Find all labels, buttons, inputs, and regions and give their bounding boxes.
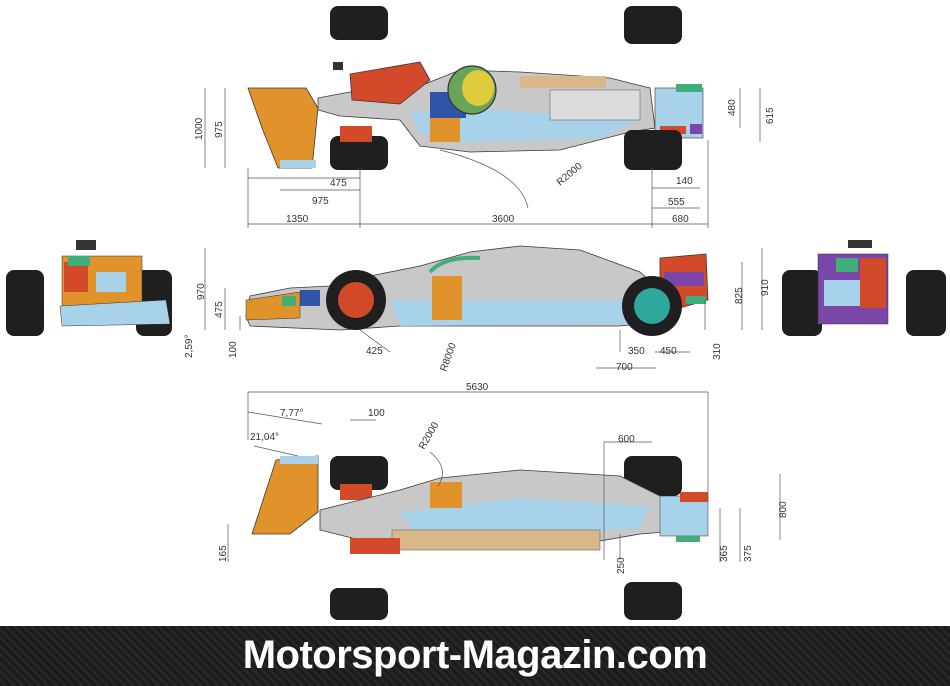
radius-arc-bottom [429,451,443,487]
bottom-front-wing [659,495,709,537]
tire-bottom-left [330,456,388,490]
dim-825: 825 [734,287,745,304]
dim-970: 970 [196,283,207,300]
front-view-blue [96,272,126,292]
rear-wing [247,87,319,169]
dim-425: 425 [366,346,383,357]
rear-view-airbox [848,240,872,248]
f1-car-dimension-drawing: 1000 975 475 975 1350 3600 R2000 140 555… [6,6,946,620]
rear-view-red [860,258,886,308]
side-rear-wing-purple [664,272,704,286]
radius-arc-top [439,149,529,209]
top-engine-red [349,61,431,105]
dim-r2000-bottom: R2000 [417,420,441,451]
side-view: 970 475 100 425 R8000 350 450 700 310 82… [196,245,771,373]
front-view-red [64,262,88,292]
top-tan-panel [520,76,606,88]
top-red-brake [340,126,372,142]
front-view-wing [59,299,171,327]
dim-475-side: 475 [214,301,225,318]
brand-logo-text: Motorsport-Magazin.com [242,633,708,677]
rear-view-green [836,258,858,272]
front-wing-purple [690,124,702,134]
side-front-rim [338,282,374,318]
dim-480: 480 [727,99,738,116]
bottom-rear-wing [251,455,319,535]
dim-450: 450 [660,346,677,357]
dim-250: 250 [616,557,627,574]
bottom-red-brake [340,484,372,500]
dim-800: 800 [778,501,789,518]
tire-bottom-lower-left [330,588,388,620]
side-orange-block [432,276,462,320]
bottom-tan-plank [391,529,601,551]
tire-top-lower-right [624,130,682,170]
dim-3600: 3600 [492,214,515,225]
tire-top-right [624,6,682,44]
bottom-front-green [676,536,700,542]
dim-600: 600 [618,434,635,445]
side-floor-blue [390,300,650,326]
rear-view-wheel-left [782,270,822,336]
dim-910: 910 [760,279,771,296]
dim-700: 700 [616,362,633,373]
dim-5630: 5630 [466,382,489,393]
dim-r8000: R8000 [438,341,459,373]
dim-2104: 21,04° [250,432,279,443]
bottom-wing-blue [280,456,318,464]
front-view-green [68,256,90,266]
front-view-airbox [76,240,96,250]
dim-165: 165 [218,545,229,562]
dim-777: 7,77° [280,408,303,419]
front-wing-green [676,84,702,92]
side-nose-green [282,296,296,306]
dim-680: 680 [672,214,689,225]
dim-975-length: 975 [312,196,329,207]
bottom-floor-blue [400,498,650,540]
side-rear-green [686,296,706,304]
dim-1000: 1000 [194,117,205,140]
side-halo [428,255,481,274]
rear-view-wheel-right [906,270,946,336]
dim-100-side: 100 [228,341,239,358]
front-view-wheel-left [6,270,44,336]
driver-helmet [462,70,494,106]
dim-140: 140 [676,176,693,187]
dim-375: 375 [743,545,754,562]
dim-1350: 1350 [286,214,309,225]
side-rear-rim [634,288,670,324]
tire-top-left [330,6,388,40]
top-view: 1000 975 475 975 1350 3600 R2000 140 555… [194,6,776,228]
dim-475: 475 [330,178,347,189]
dimline-bottom [227,391,781,562]
dim-r2000-top: R2000 [555,161,585,189]
dim-615: 615 [765,107,776,124]
rear-wing-plate [280,160,316,168]
rear-view-blue [824,280,860,306]
dim-365: 365 [719,545,730,562]
top-orange-block [430,118,460,142]
dimline-side [204,248,763,369]
bottom-orange-block [430,482,462,508]
dim-259: 2,59° [184,335,195,358]
side-blue-block [300,290,320,306]
dim-100-bottom: 100 [368,408,385,419]
dim-310: 310 [712,343,723,360]
mirror-part [333,62,343,70]
bottom-view: 5630 7,77° 21,04° 100 R2000 600 165 250 … [218,382,789,620]
dimline-top [204,88,761,228]
dim-975-height: 975 [214,121,225,138]
tire-top-lower-left [330,136,388,170]
tire-bottom-lower-right [624,582,682,620]
dim-555: 555 [668,197,685,208]
footer-banner: Motorsport-Magazin.com [0,626,950,686]
bottom-red-floor [350,538,400,554]
dim-350: 350 [628,346,645,357]
top-grey-panel [549,89,641,121]
rear-view [782,240,946,336]
bottom-front-red [680,492,708,502]
front-view: 2,59° [6,240,195,358]
